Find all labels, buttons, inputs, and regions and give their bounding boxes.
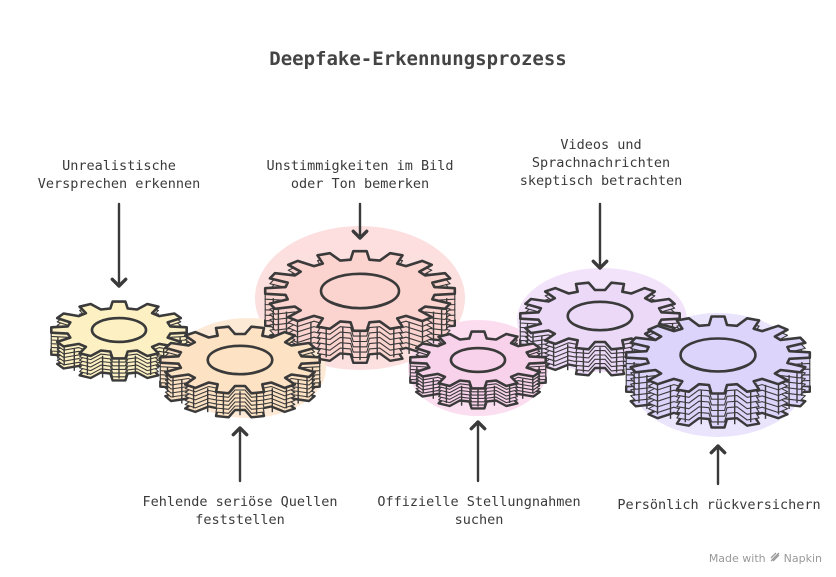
- napkin-logo-icon: [770, 552, 780, 565]
- made-with-text: Made with: [708, 552, 766, 565]
- gear-step-2: [159, 325, 321, 419]
- footer-badge: Made with Napkin: [709, 552, 822, 565]
- gear-step-1: [50, 300, 188, 382]
- brand-text: Napkin: [783, 552, 822, 565]
- gear-step-6: [624, 315, 812, 429]
- step-label-6: Persönlich rückversichern: [617, 497, 821, 513]
- gear-step-4: [409, 330, 547, 410]
- diagram-title: Deepfake-Erkennungsprozess: [269, 48, 567, 70]
- arrows: [110, 202, 727, 486]
- gear-step-3: [263, 249, 457, 364]
